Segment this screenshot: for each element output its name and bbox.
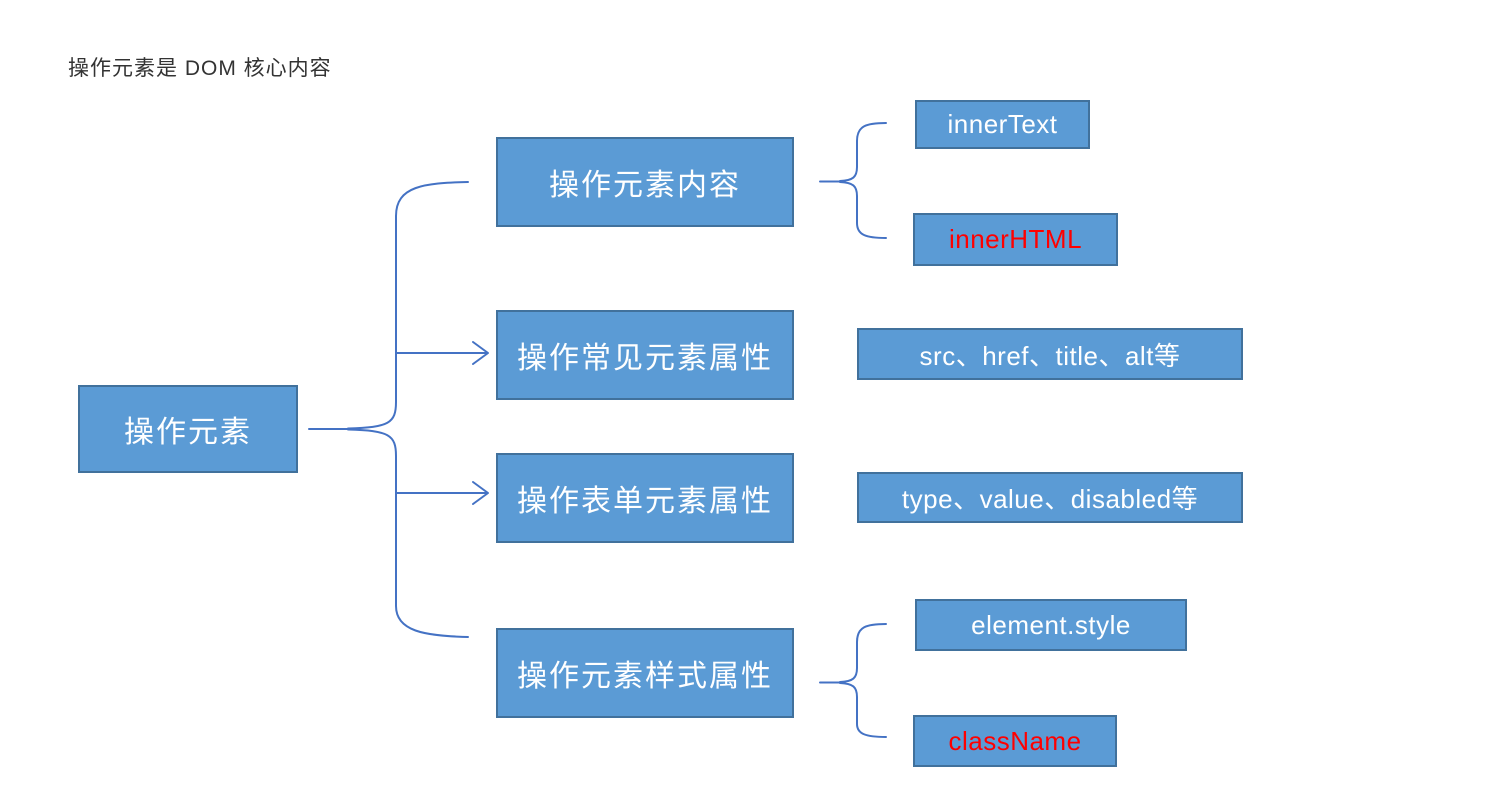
leaf-label: type、value、disabled等 [901,484,1199,514]
node-branch-style-attributes: 操作元素样式属性 [496,628,794,718]
leaf-form-attribute-examples: type、value、disabled等 [857,472,1243,523]
leaf-common-attribute-examples: src、href、title、alt等 [857,328,1243,380]
arrow-connector-common-attrs [395,341,489,365]
node-branch-label: 操作表单元素属性 [517,485,773,518]
leaf-label: innerHTML [948,224,1083,254]
node-branch-label: 操作常见元素属性 [517,342,773,375]
leaf-element-style: element.style [915,599,1187,651]
leaf-label: className [948,725,1082,756]
leaf-innertext: innerText [915,100,1090,149]
arrow-connector-form-attrs [395,481,489,505]
node-branch-element-content: 操作元素内容 [496,137,794,227]
brace-connector-content [819,122,887,239]
diagram-title: 操作元素是 DOM 核心内容 [68,57,332,80]
main-brace-connector [308,181,469,638]
leaf-label: element.style [971,609,1131,640]
node-branch-common-attributes: 操作常见元素属性 [496,310,794,400]
leaf-label: src、href、title、alt等 [919,340,1181,371]
node-branch-label: 操作元素内容 [549,169,741,202]
leaf-classname: className [913,715,1117,767]
node-branch-label: 操作元素样式属性 [517,660,773,693]
brace-connector-style [819,623,887,738]
node-root-label: 操作元素 [124,416,252,449]
leaf-label: innerText [947,109,1058,139]
leaf-innerhtml: innerHTML [913,213,1118,266]
node-root: 操作元素 [78,385,298,473]
node-branch-form-attributes: 操作表单元素属性 [496,453,794,543]
